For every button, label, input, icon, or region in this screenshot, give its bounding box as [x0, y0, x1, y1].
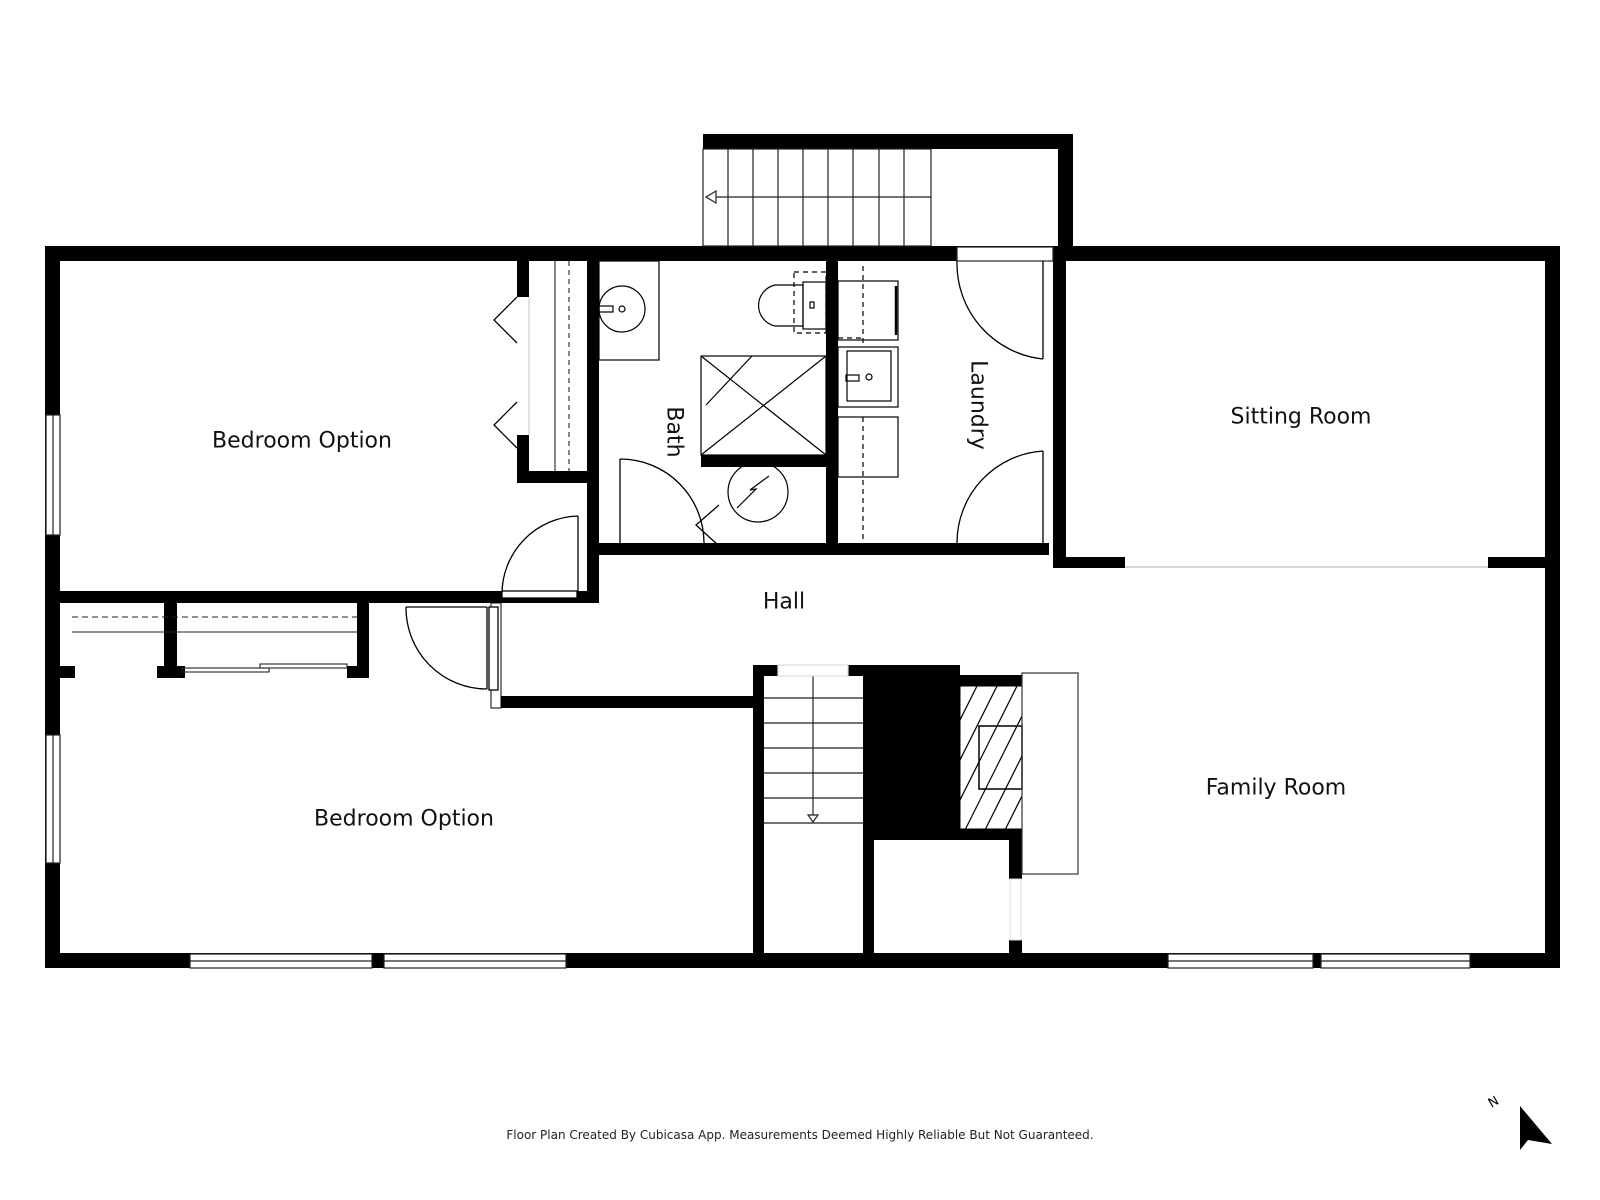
doors — [405, 260, 1044, 691]
room-label-bath: Bath — [661, 406, 687, 458]
room-label-bedroom-lower: Bedroom Option — [314, 806, 494, 832]
north-arrow-icon — [1520, 1106, 1552, 1150]
upper-stairs — [702, 148, 932, 247]
room-label-bedroom-upper: Bedroom Option — [212, 428, 392, 454]
footer-disclaimer: Floor Plan Created By Cubicasa App. Meas… — [506, 1128, 1094, 1142]
room-label-laundry: Laundry — [965, 360, 991, 450]
windows — [45, 246, 1471, 969]
lower-closets — [72, 616, 357, 673]
fireplace — [959, 672, 1079, 875]
room-label-hall: Hall — [762, 589, 806, 615]
room-label-family-room: Family Room — [1205, 775, 1347, 801]
family-room-opening — [1009, 878, 1022, 941]
interior-walls — [60, 261, 1548, 953]
bath-fixtures — [598, 260, 827, 523]
room-label-sitting-room: Sitting Room — [1230, 404, 1372, 430]
lower-stairs — [764, 664, 863, 824]
laundry-fixtures — [837, 266, 899, 543]
upper-closet — [528, 261, 570, 471]
